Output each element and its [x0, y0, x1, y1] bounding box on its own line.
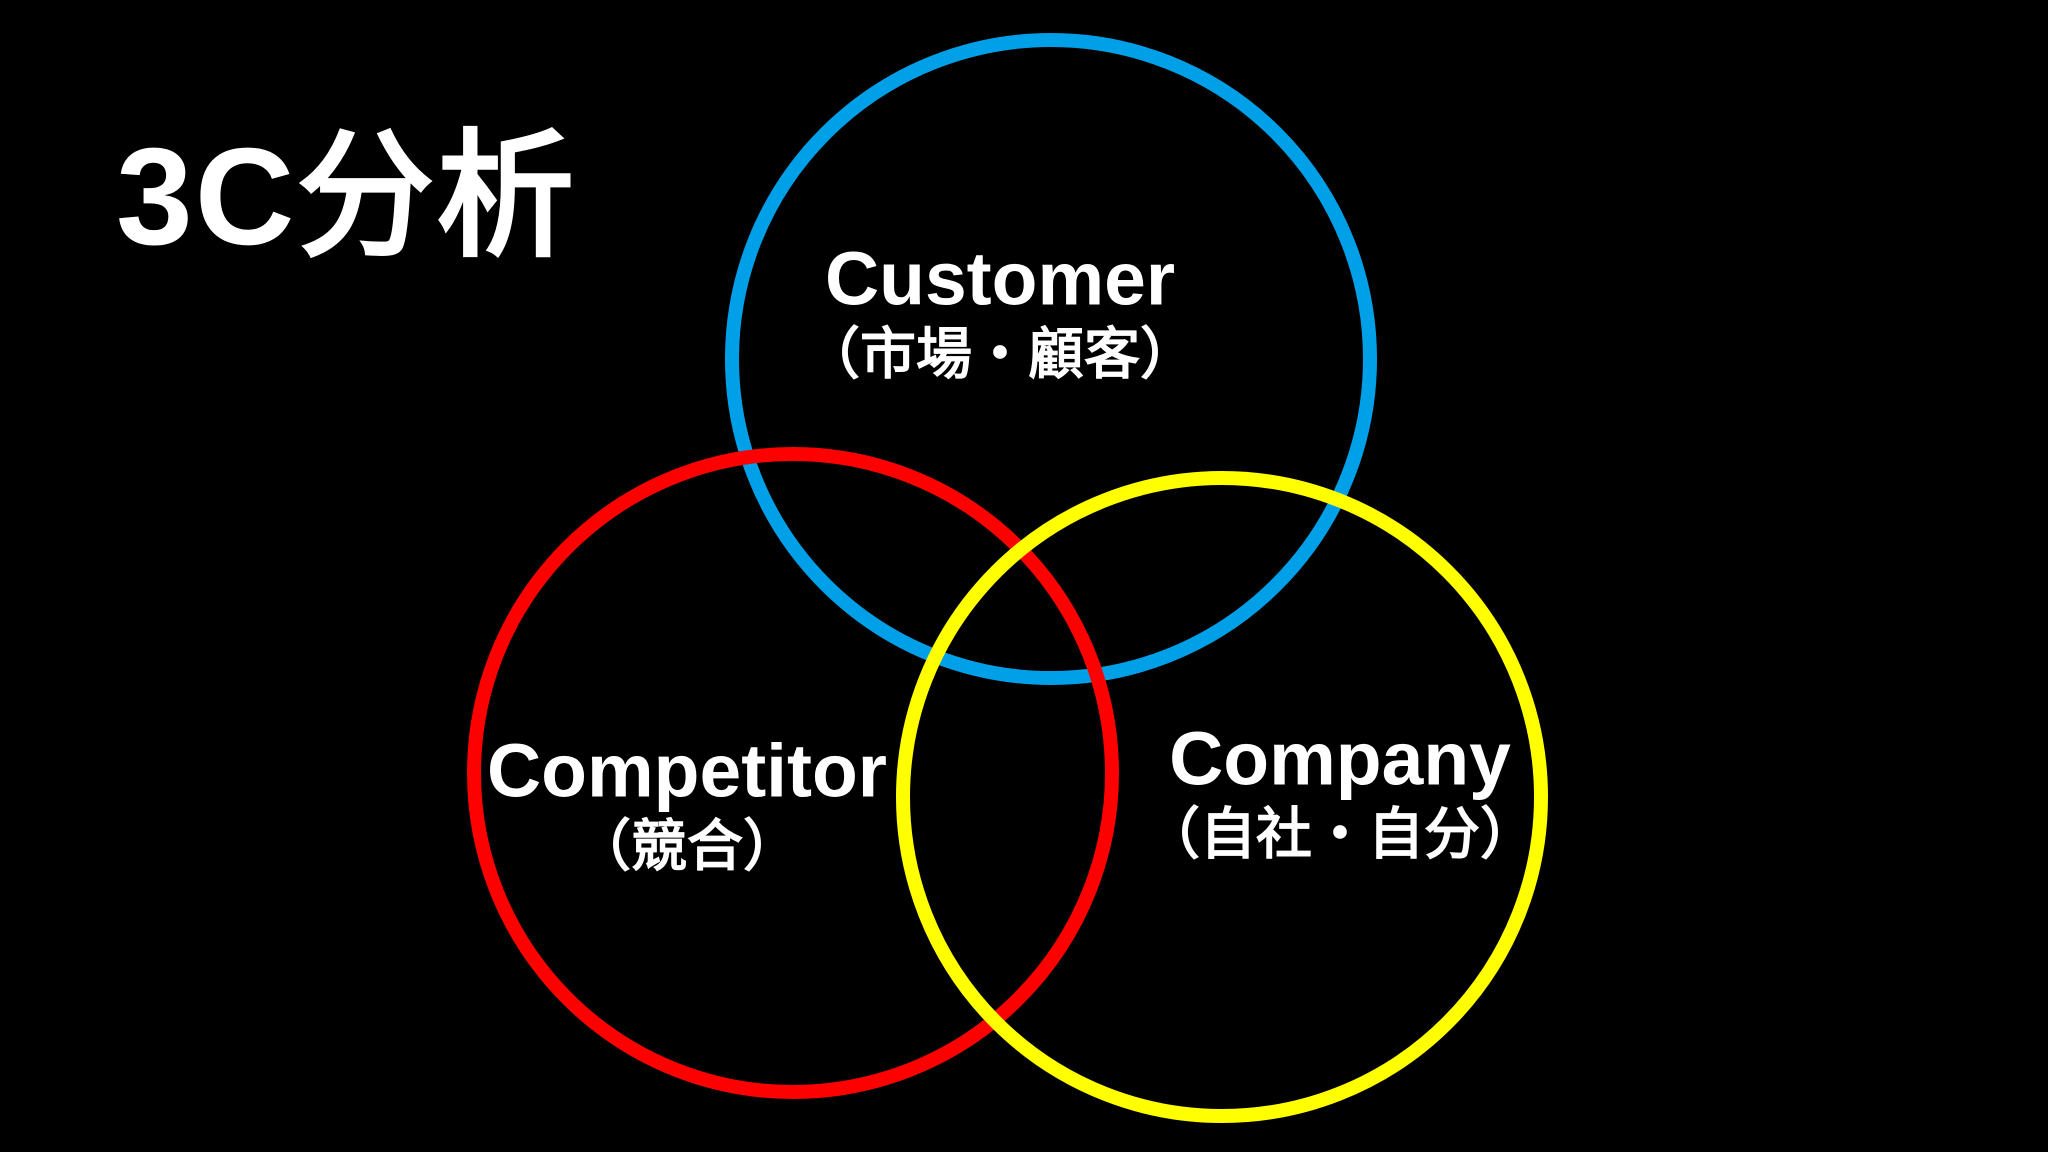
customer-sublabel: （市場・顧客） [804, 322, 1196, 386]
company-sublabel: （自社・自分） [1144, 802, 1536, 866]
customer-circle [725, 33, 1377, 685]
competitor-sublabel: （競合） [574, 814, 799, 878]
competitor-circle [467, 447, 1119, 1099]
competitor-label-group: Competitor （競合） [487, 728, 887, 878]
customer-label: Customer [824, 236, 1176, 321]
competitor-label: Competitor [487, 728, 887, 813]
company-label: Company [1169, 716, 1511, 801]
page-title: 3C分析 [116, 120, 577, 274]
company-circle [896, 471, 1548, 1123]
customer-label-group: Customer （市場・顧客） [804, 236, 1196, 386]
company-label-group: Company （自社・自分） [1144, 716, 1536, 866]
